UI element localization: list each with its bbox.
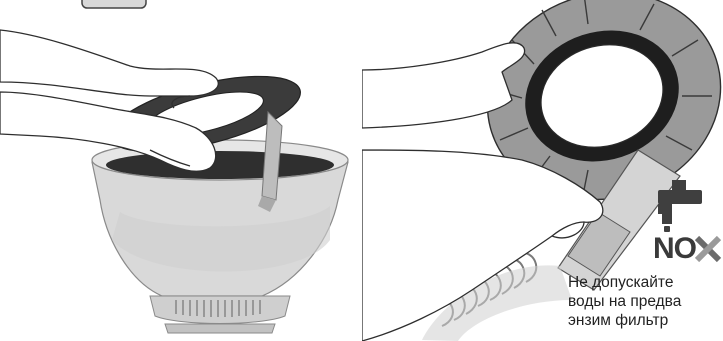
step-illustration-install-filter: [0, 0, 360, 341]
humidifier-bowl: [92, 140, 348, 333]
warning-line-1: Не допускайте: [568, 273, 723, 292]
humidifier-filter-drawing: [0, 0, 360, 341]
no-water-label: NO: [653, 232, 696, 266]
warning-line-2: воды на предва: [568, 292, 723, 311]
warning-line-3: энзим фильтр: [568, 311, 723, 330]
step-number-tab: [82, 0, 146, 8]
no-water-warning: Не допускайте воды на предва энзим фильт…: [568, 273, 723, 330]
cross-icon: [693, 234, 723, 264]
